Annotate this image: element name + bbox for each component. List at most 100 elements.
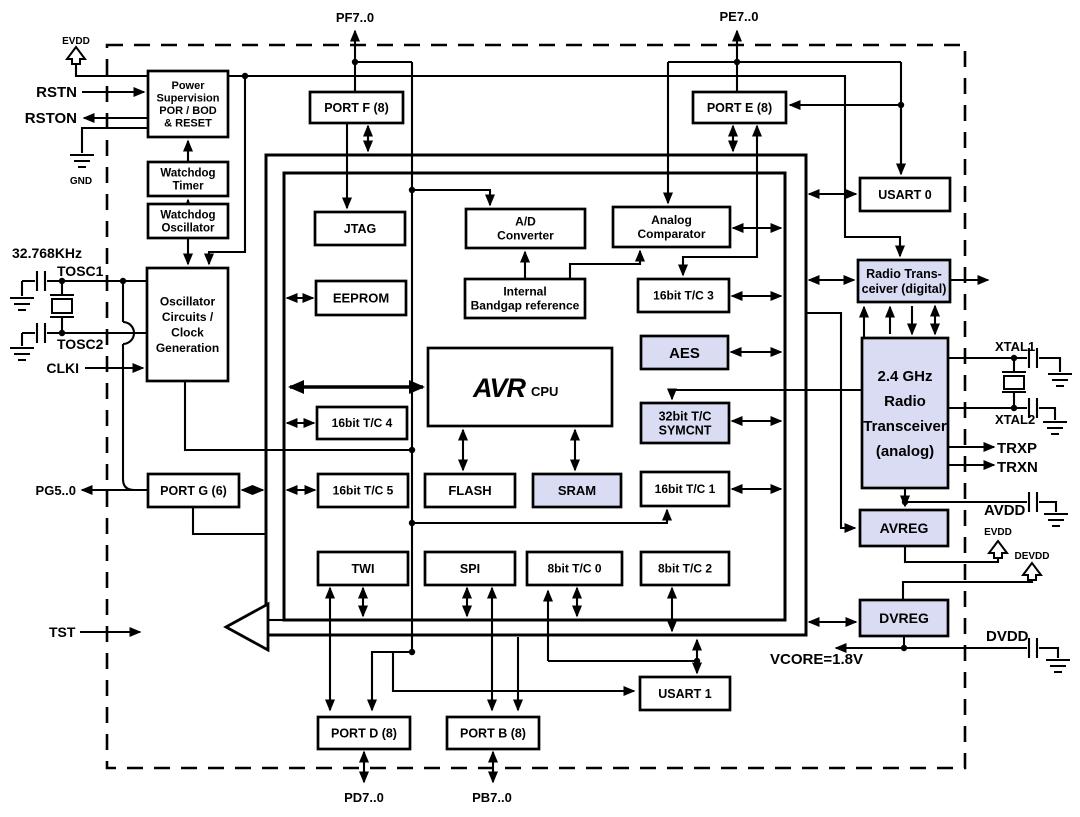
- block-label: AES: [669, 345, 700, 362]
- block-label: FLASH: [448, 483, 491, 498]
- block-label: PORT G (6): [160, 484, 227, 498]
- chip-boundary: [105, 43, 967, 770]
- block-label: PORT E (8): [707, 101, 772, 115]
- core-bus-frame: [223, 153, 808, 653]
- block-label: 8bit T/C 2: [658, 562, 712, 576]
- block-rect: [316, 472, 410, 509]
- pin-label-dvdd: DVDD: [986, 628, 1029, 645]
- block-label: PORT B (8): [460, 726, 526, 740]
- evdd-supply-arrow-icon: [987, 539, 1009, 559]
- block-usart1: USART 1: [638, 675, 732, 712]
- block-rect: [146, 160, 230, 198]
- block-eeprom: EEPROM: [314, 279, 408, 317]
- pin-label-pd7-0: PD7..0: [344, 790, 384, 805]
- pin-label-vcore: VCORE=1.8V: [770, 651, 863, 668]
- pin-label-evdd-right: EVDD: [984, 527, 1012, 538]
- block-label: USART 0: [878, 188, 932, 202]
- pin-label-avdd: AVDD: [984, 502, 1026, 519]
- pin-label-tosc1: TOSC1: [57, 263, 104, 279]
- block-label: 8bit T/C 0: [547, 562, 601, 576]
- block-rect: [423, 472, 517, 509]
- block-rect: [308, 90, 405, 125]
- block-rect: [611, 205, 732, 249]
- block-rect: [860, 336, 950, 490]
- block-rect: [313, 210, 407, 247]
- block-rect: [856, 258, 952, 304]
- block-tc2: 8bit T/C 2: [639, 550, 731, 587]
- block-rect: [146, 202, 230, 240]
- block-label: Radio Trans-ceiver (digital): [862, 267, 947, 296]
- block-label: 16bit T/C 5: [333, 484, 394, 498]
- block-label: TWI: [352, 562, 375, 576]
- pin-label-trxn: TRXN: [997, 459, 1038, 476]
- block-jtag: JTAG: [313, 210, 407, 247]
- pin-label-xtal-32khz: 32.768KHz: [12, 245, 82, 261]
- block-twi: TWI: [316, 550, 410, 587]
- block-rect: [426, 346, 614, 428]
- block-rect: [525, 550, 624, 587]
- block-rect: [531, 472, 623, 509]
- block-rect: [636, 277, 731, 314]
- block-rect: [423, 550, 517, 587]
- pin-label-pb7-0: PB7..0: [472, 790, 512, 805]
- block-rect: [464, 207, 587, 250]
- block-avr-cpu: AVR CPU: [426, 346, 614, 428]
- ground-icon: [1048, 372, 1072, 388]
- block-label: SRAM: [558, 483, 596, 498]
- block-rect: [639, 470, 731, 508]
- block-flash: FLASH: [423, 472, 517, 509]
- block-sram: SRAM: [531, 472, 623, 509]
- pin-label-rstn: RSTN: [36, 84, 77, 101]
- block-label: JTAG: [344, 222, 376, 236]
- ground-icon: [10, 296, 34, 312]
- cpu-label: CPU: [531, 384, 558, 399]
- block-dvreg: DVREG: [858, 598, 950, 638]
- ground-icon: [10, 346, 34, 362]
- pin-label-xtal1: XTAL1: [995, 339, 1035, 354]
- block-rect: [691, 90, 788, 125]
- block-rect: [463, 277, 587, 320]
- block-rect: [316, 715, 412, 751]
- pin-label-gnd: GND: [70, 176, 92, 187]
- avr-logo: AVR: [472, 373, 527, 403]
- supply-arrows: [65, 45, 1043, 581]
- block-label: SPI: [460, 562, 480, 576]
- block-port-e: PORT E (8): [691, 90, 788, 125]
- pin-label-rston: RSTON: [25, 110, 77, 127]
- block-avreg: AVREG: [858, 508, 950, 548]
- block-usart0: USART 0: [858, 176, 952, 213]
- pin-label-evdd-top: EVDD: [62, 36, 90, 47]
- block-port-b: PORT B (8): [445, 715, 541, 751]
- block-label: 16bit T/C 4: [332, 416, 393, 430]
- ground-icon: [70, 153, 94, 169]
- block-rect: [445, 715, 541, 751]
- block-label: PORT F (8): [324, 101, 389, 115]
- pin-label-xtal2: XTAL2: [995, 412, 1035, 427]
- ground-icons: [10, 153, 1072, 674]
- pin-label-trxp: TRXP: [997, 440, 1037, 457]
- block-rect: [145, 266, 230, 383]
- ground-icon: [1043, 420, 1067, 436]
- bus-arrow-head: [223, 601, 270, 653]
- ground-icon: [1046, 658, 1070, 674]
- block-label: 16bit T/C 1: [655, 482, 716, 496]
- block-port-f: PORT F (8): [308, 90, 405, 125]
- block-rect: [638, 675, 732, 712]
- ground-icon: [1044, 512, 1068, 528]
- pin-label-pe7-0: PE7..0: [719, 9, 758, 24]
